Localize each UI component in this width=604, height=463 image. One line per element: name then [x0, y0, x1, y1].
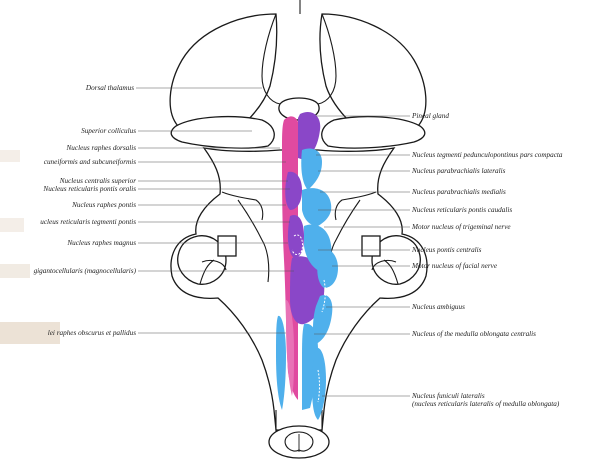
label-pontis-oralis: Nucleus reticularis pontis oralis: [42, 185, 136, 193]
label-raphes-dorsalis: Nucleus raphes dorsalis: [66, 144, 137, 152]
label-ambiguus: Nucleus ambiguus: [411, 303, 465, 311]
label-superior-colliculus: Superior colliculus: [81, 127, 136, 135]
label-centralis-superior: Nucleus centralis superior: [59, 177, 136, 185]
left-thalamus: [170, 14, 277, 126]
label-raphes-obscurus: lei raphes obscurus et pallidus: [48, 329, 136, 337]
label-pontis-centralis: Nucleus pontis centralis: [411, 246, 482, 254]
label-shading: [0, 150, 20, 162]
left-superior-colliculus: [171, 117, 274, 148]
right-small-box: [362, 236, 380, 256]
left-labels: Dorsal thalamus Superior colliculus Nucl…: [34, 84, 137, 337]
label-raphes-pontis: Nucleus raphes pontis: [71, 201, 136, 209]
label-pedunculopontinus: Nucleus tegmenti pedunculopontinus pars …: [411, 151, 563, 159]
label-gigantocellularis: gigantocellularis (magnocellularis): [34, 267, 137, 275]
right-labels: Pineal gland Nucleus tegmenti pedunculop…: [411, 112, 563, 408]
label-trigeminal: Motor nucleus of trigeminal nerve: [411, 223, 511, 231]
label-medulla-centralis: Nucleus of the medulla oblongata central…: [411, 330, 536, 338]
label-tegmenti-pontis: ucleus reticularis tegmenti pontis: [40, 218, 136, 226]
left-small-box: [218, 236, 236, 256]
label-dorsal-thalamus: Dorsal thalamus: [85, 84, 134, 92]
label-parabrachialis-lateralis: Nucleus parabrachialis lateralis: [411, 167, 506, 175]
label-cuneiformis: cuneiformis and subcuneiformis: [44, 158, 136, 166]
label-shading: [0, 218, 24, 232]
label-raphes-magnus: Nucleus raphes magnus: [66, 239, 136, 247]
label-facial: Motor nucleus of facial nerve: [411, 262, 498, 270]
label-parabrachialis-medialis: Nucleus parabrachialis medialis: [411, 188, 506, 196]
label-funiculi-lateralis: Nucleus funiculi lateralis: [411, 392, 485, 400]
label-shading: [0, 264, 30, 278]
label-pontis-caudalis: Nucleus reticularis pontis caudalis: [411, 206, 512, 214]
label-pineal-gland: Pineal gland: [411, 112, 449, 120]
right-superior-colliculus: [322, 117, 425, 148]
label-funiculi-lateralis-sub: (nucleus reticularis lateralis of medull…: [412, 400, 560, 408]
